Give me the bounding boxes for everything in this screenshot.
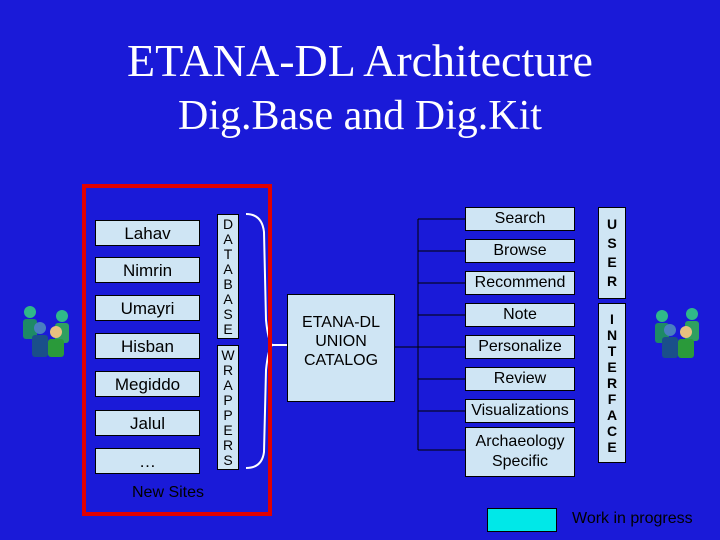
service-search: Search: [465, 207, 575, 231]
union-catalog-box: ETANA-DL UNION CATALOG: [287, 294, 395, 402]
service-note: Note: [465, 303, 575, 327]
site-umayri: Umayri: [95, 295, 200, 321]
site-hisban: Hisban: [95, 333, 200, 359]
service-personalize: Personalize: [465, 335, 575, 359]
service-visualizations: Visualizations: [465, 399, 575, 423]
legend-swatch: [487, 508, 557, 532]
page-subtitle: Dig.Base and Dig.Kit: [178, 93, 542, 139]
dig-base-frame: [82, 184, 272, 516]
site-megiddo: Megiddo: [95, 371, 200, 397]
site-more: …: [95, 448, 200, 474]
page-title: ETANA-DL Architecture: [127, 35, 593, 86]
site-lahav: Lahav: [95, 220, 200, 246]
service-recommend: Recommend: [465, 271, 575, 295]
new-sites-label: New Sites: [132, 484, 205, 501]
service-review: Review: [465, 367, 575, 391]
group-of-users-icon-right: [655, 308, 699, 358]
site-jalul: Jalul: [95, 410, 200, 436]
legend-label: Work in progress: [572, 510, 693, 527]
site-nimrin: Nimrin: [95, 257, 200, 283]
service-browse: Browse: [465, 239, 575, 263]
group-of-users-icon-left: [23, 306, 69, 357]
service-archaeology-specific: Archaeology Specific: [465, 427, 575, 477]
